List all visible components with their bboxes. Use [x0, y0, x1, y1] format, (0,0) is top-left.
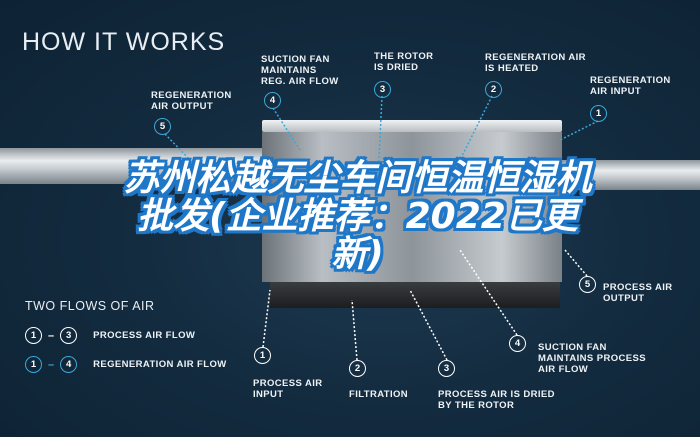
unit-body: [262, 132, 562, 282]
unit-top-panel: [262, 120, 562, 132]
callout-number-5-bottom: 5: [579, 276, 596, 293]
legend-title: TWO FLOWS OF AIR: [25, 299, 155, 313]
regeneration-duct-left: [0, 148, 280, 184]
callout-label-regen-output: REGENERATION AIR OUTPUT: [151, 90, 232, 112]
callout-number-4-bottom: 4: [509, 335, 526, 352]
callout-number-5-top: 5: [154, 118, 171, 135]
legend-to-number: 3: [60, 327, 78, 344]
callout-number-1-top: 1: [590, 105, 607, 122]
regeneration-duct-right: [560, 160, 700, 190]
legend-row-regeneration: 1 – 4 REGENERATION AIR FLOW: [25, 356, 227, 373]
callout-label-process-dried: PROCESS AIR IS DRIED BY THE ROTOR: [438, 389, 555, 411]
callout-label-suction-fan-process: SUCTION FAN MAINTAINS PROCESS AIR FLOW: [538, 342, 646, 375]
page-title: HOW IT WORKS: [22, 28, 226, 56]
callout-label-process-output: PROCESS AIR OUTPUT: [603, 282, 673, 304]
callout-number-2-top: 2: [485, 81, 502, 98]
callout-number-1-bottom: 1: [254, 347, 271, 364]
callout-label-filtration: FILTRATION: [349, 389, 409, 400]
dehumidifier-unit: [262, 120, 572, 310]
callout-number-3-top: 3: [374, 81, 391, 98]
legend-label: PROCESS AIR FLOW: [93, 330, 196, 341]
legend-dash: –: [48, 358, 55, 371]
callout-label-rotor-dried: THE ROTOR IS DRIED: [374, 51, 434, 73]
callout-number-4-top: 4: [264, 92, 281, 109]
callout-label-process-input: PROCESS AIR INPUT: [253, 378, 323, 400]
callout-label-regen-input: REGENERATION AIR INPUT: [590, 75, 671, 97]
callout-number-3-bottom: 3: [438, 360, 455, 377]
unit-base: [270, 282, 560, 308]
overlay-title-text: 苏州松越无尘车间恒温恒湿机批发(企业推荐：2022已更新): [123, 158, 592, 275]
callout-label-regen-heated: REGENERATION AIR IS HEATED: [485, 52, 586, 74]
legend-from-number: 1: [25, 356, 42, 373]
callout-number-2-bottom: 2: [349, 360, 366, 377]
legend-to-number: 4: [60, 356, 78, 373]
legend-from-number: 1: [25, 327, 42, 344]
legend-dash: –: [48, 329, 55, 342]
callout-label-suction-fan-reg: SUCTION FAN MAINTAINS REG. AIR FLOW: [261, 54, 339, 87]
legend-row-process: 1 – 3 PROCESS AIR FLOW: [25, 327, 195, 344]
legend-label: REGENERATION AIR FLOW: [93, 359, 227, 370]
